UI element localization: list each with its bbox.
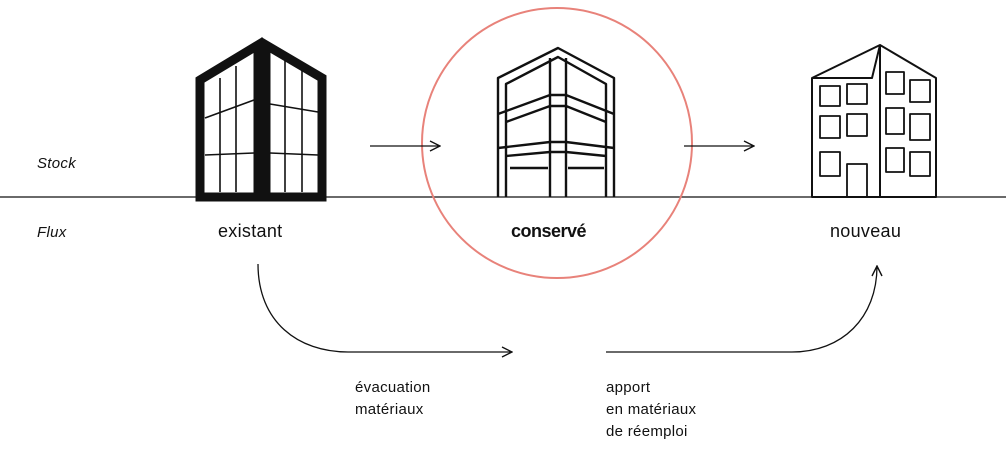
existant-label: existant xyxy=(218,221,283,241)
new-building-icon xyxy=(811,44,937,198)
apport-line-2: en matériaux xyxy=(606,401,697,418)
nouveau-label: nouveau xyxy=(830,221,902,241)
conserved-building-icon xyxy=(496,46,616,197)
evacuation-line-1: évacuation xyxy=(355,379,431,396)
apport-label: apport en matériaux de réemploi xyxy=(606,377,786,443)
apport-line-1: apport xyxy=(606,379,651,396)
evacuation-line-2: matériaux xyxy=(355,401,424,418)
apport-line-3: de réemploi xyxy=(606,423,688,440)
curved-arrow-icon xyxy=(606,266,877,353)
stock-label: Stock xyxy=(37,155,77,172)
highlight-circle xyxy=(421,7,693,279)
curved-arrow-icon xyxy=(257,263,512,352)
conserve-label: conservé xyxy=(511,221,587,241)
existant-building-icon xyxy=(195,37,327,202)
evacuation-label: évacuation matériaux xyxy=(355,377,505,421)
flux-label: Flux xyxy=(37,224,67,241)
